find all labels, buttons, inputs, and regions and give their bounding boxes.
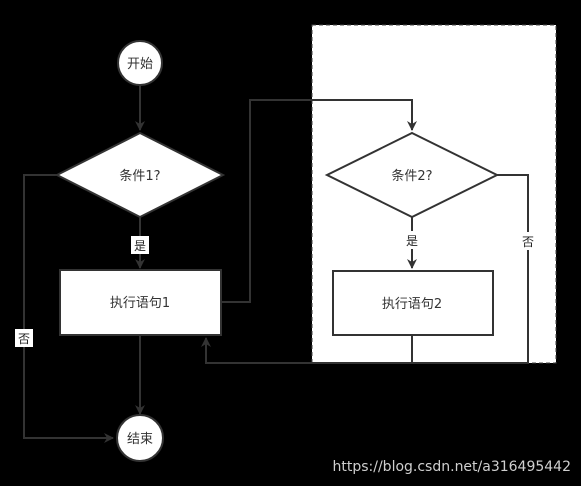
edge-statement-1-to-condition-2 [221, 99, 417, 303]
statement-2-node[interactable] [332, 270, 494, 336]
start-node-label: 开始 [127, 57, 153, 72]
condition-1-label: 条件1? [119, 168, 160, 184]
condition-1-no-label-bg [15, 329, 33, 347]
condition-2-node[interactable] [324, 131, 500, 219]
condition-1-node[interactable] [54, 131, 226, 219]
edge-statement-2-loop-back [201, 335, 413, 364]
start-node[interactable] [117, 40, 163, 86]
condition-2-yes-label-bg [403, 231, 421, 249]
statement-1-label: 执行语句1 [110, 296, 170, 311]
condition-2-no-label-bg [519, 232, 537, 250]
edge-condition-2-no [412, 174, 529, 364]
condition-2-label: 条件2? [391, 168, 432, 184]
edge-condition-1-no [23, 174, 114, 443]
end-node-label: 结束 [127, 432, 153, 447]
statement-1-node[interactable] [59, 269, 222, 336]
condition-1-yes-label: 是 [134, 239, 146, 253]
end-node[interactable] [116, 414, 164, 462]
watermark-text: https://blog.csdn.net/a316495442 [333, 459, 572, 475]
condition-2-no-label: 否 [522, 235, 534, 249]
condition-1-no-label: 否 [18, 332, 30, 346]
condition-1-yes-label-bg [131, 236, 149, 254]
condition-2-yes-label: 是 [406, 234, 418, 248]
statement-2-label: 执行语句2 [382, 297, 442, 312]
